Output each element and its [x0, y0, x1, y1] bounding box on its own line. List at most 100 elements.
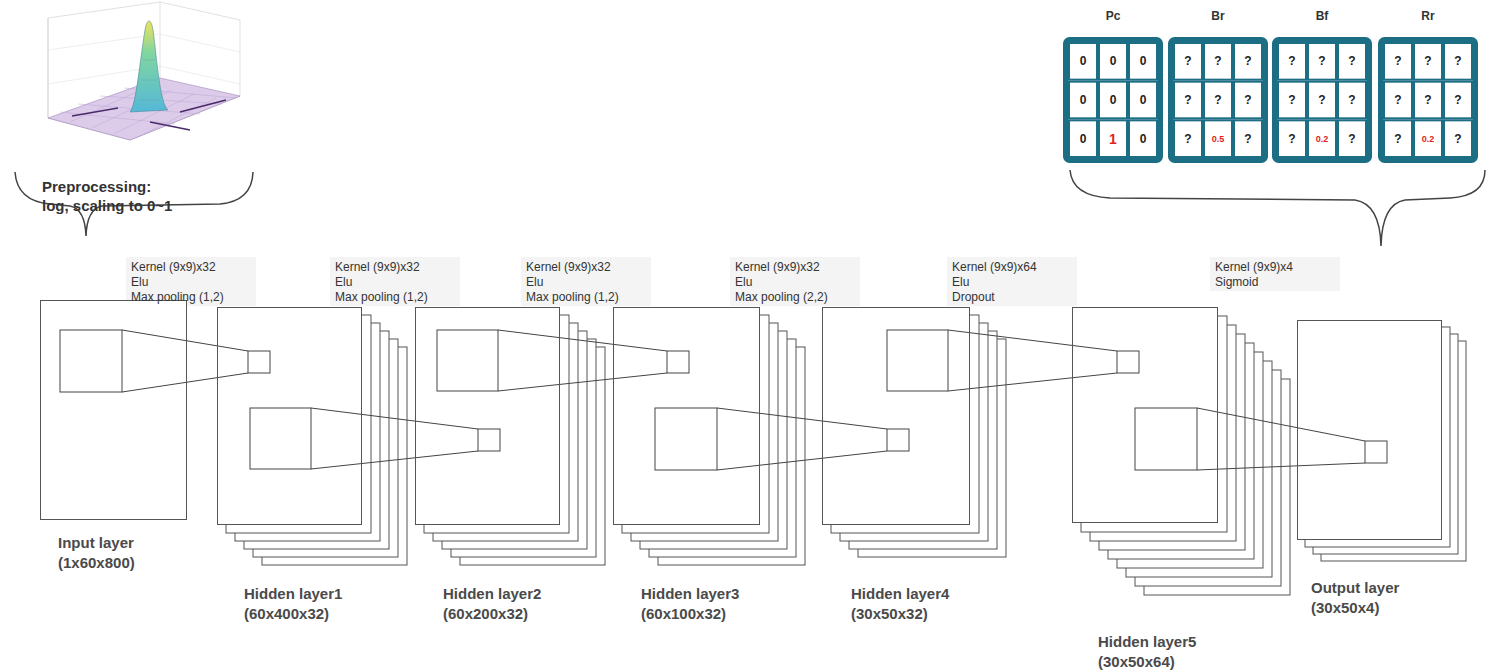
grid-cell-value: 1	[1109, 131, 1117, 147]
feature-map-stack	[822, 307, 1006, 557]
kernel-window	[887, 429, 909, 451]
hidden-layer-box: Hidden layer1(60x400x32)	[217, 307, 362, 525]
kernel-window	[437, 330, 498, 391]
grid-cell	[1414, 82, 1442, 119]
grid-cell	[1069, 43, 1097, 80]
grid-cell-value: 0	[1080, 93, 1087, 107]
input-layer-box: Input layer(1x60x800)	[40, 300, 187, 520]
layer-caption: Hidden layer4(30x50x32)	[851, 584, 949, 624]
layer-operation: Kernel (9x9)x64	[952, 260, 1037, 275]
grid-cell-value: 0	[1140, 132, 1147, 146]
layer-operation: Elu	[735, 275, 752, 290]
grid-cell	[1444, 120, 1472, 157]
output-grid	[1171, 40, 1266, 161]
grid-cell	[1129, 120, 1157, 157]
kernel-window	[248, 351, 270, 373]
layer-caption: Hidden layer1(60x400x32)	[244, 584, 342, 624]
layer-dimensions: (30x50x32)	[851, 604, 949, 624]
grid-title: Pc	[1106, 9, 1121, 23]
grid-cell-value: ?	[1318, 54, 1325, 68]
grid-cell	[1174, 120, 1202, 157]
hidden-layer-box: Hidden layer5(30x50x64)	[1072, 307, 1218, 523]
grid-cell-value: 0	[1110, 54, 1117, 68]
feature-map-stack	[217, 307, 407, 565]
layer-operation: Max pooling (2,2)	[735, 290, 828, 305]
layer-dimensions: (60x400x32)	[244, 604, 342, 624]
grid-cell-value: 0.2	[1422, 134, 1435, 144]
layer-name: Hidden layer5	[1098, 632, 1196, 652]
grid-cell-value: ?	[1184, 54, 1191, 68]
grid-border	[1171, 40, 1266, 161]
layer-name: Hidden layer2	[443, 584, 541, 604]
layer-operation: Elu	[526, 275, 543, 290]
grid-cell	[1338, 120, 1366, 157]
feature-map-stack	[1072, 307, 1290, 595]
kernel-window	[887, 330, 948, 391]
layer-name: Hidden layer4	[851, 584, 949, 604]
kernel-window	[60, 330, 122, 392]
layer-name: Output layer	[1311, 578, 1399, 598]
feature-map-stack	[40, 300, 187, 520]
operation-panel	[330, 257, 460, 306]
output-layer-box: Output layer(30x50x4)	[1297, 320, 1442, 540]
feature-map	[1297, 320, 1442, 540]
receptive-field-connector	[122, 330, 248, 392]
feature-map	[822, 307, 970, 525]
layer-operation: Kernel (9x9)x32	[526, 260, 611, 275]
output-grid	[1381, 40, 1476, 161]
feature-map	[1072, 307, 1218, 523]
grid-cell	[1069, 120, 1097, 157]
grid-cell-value: 0	[1140, 54, 1147, 68]
receptive-field-connector	[1197, 408, 1365, 470]
operation-panel	[947, 257, 1077, 306]
grid-border	[1275, 40, 1370, 161]
grid-cell	[1234, 120, 1262, 157]
grid-title: Rr	[1421, 9, 1434, 23]
feature-map	[415, 307, 560, 525]
grid-cell	[1174, 82, 1202, 119]
grid-cell	[1129, 43, 1157, 80]
grid-cell	[1444, 82, 1472, 119]
layer-operation: Kernel (9x9)x32	[335, 260, 420, 275]
kernel-window	[1135, 408, 1197, 470]
layer-caption: Output layer(30x50x4)	[1311, 578, 1399, 618]
grid-cell-value: ?	[1184, 93, 1191, 107]
grid-cell-value: ?	[1348, 54, 1355, 68]
feature-map-stack	[1297, 320, 1466, 561]
grid-cell	[1384, 120, 1412, 157]
receptive-field-connector	[948, 330, 1117, 391]
grid-cell	[1444, 43, 1472, 80]
layer-dimensions: (30x50x4)	[1311, 598, 1399, 618]
layer-caption: Hidden layer2(60x200x32)	[443, 584, 541, 624]
kernel-window	[1117, 351, 1139, 373]
grid-cell	[1099, 120, 1127, 157]
operation-panel	[521, 257, 651, 306]
grid-cell	[1129, 82, 1157, 119]
grid-cell	[1338, 43, 1366, 80]
grid-border	[1066, 40, 1161, 161]
grid-cell-value: ?	[1214, 54, 1221, 68]
kernel-window	[478, 429, 500, 451]
layer-dimensions: (1x60x800)	[58, 553, 135, 573]
grid-cell-value: 0.5	[1212, 134, 1225, 144]
feature-map	[40, 300, 187, 520]
feature-map-stack	[613, 307, 805, 565]
layer-dimensions: (30x50x64)	[1098, 652, 1196, 672]
hidden-layer-box: Hidden layer3(60x100x32)	[613, 307, 760, 525]
grid-cell	[1414, 120, 1442, 157]
grid-cell-value: ?	[1288, 54, 1295, 68]
grid-cell	[1099, 82, 1127, 119]
grid-cell	[1234, 82, 1262, 119]
grid-cell-value: ?	[1244, 54, 1251, 68]
grid-cell	[1099, 43, 1127, 80]
operation-panel	[126, 257, 256, 306]
layer-operation: Max pooling (1,2)	[335, 290, 428, 305]
grid-cell-value: ?	[1394, 93, 1401, 107]
layer-caption: Hidden layer3(60x100x32)	[641, 584, 739, 624]
operation-panels	[126, 257, 1340, 306]
layer-caption: Input layer(1x60x800)	[58, 533, 135, 573]
surface-plot	[48, 2, 240, 140]
layer-operation: Elu	[131, 275, 148, 290]
